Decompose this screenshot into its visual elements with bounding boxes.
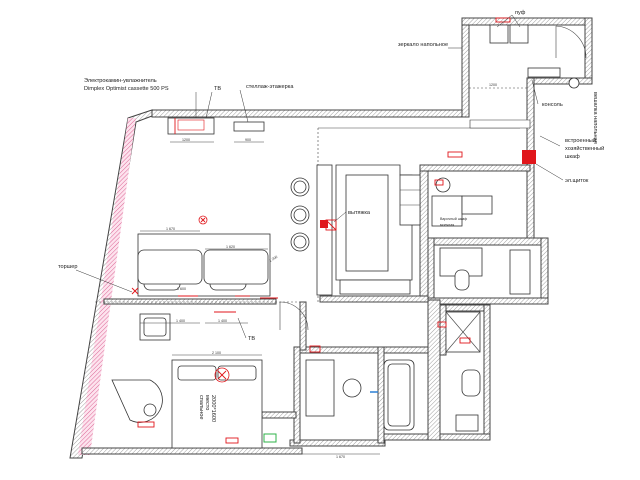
bath-top-wall <box>427 237 549 246</box>
dim-3: 1 620 <box>226 245 235 249</box>
sink-2 <box>455 414 479 432</box>
side-table <box>143 403 157 417</box>
labels: пуф зеркало напольное консоль вешалка на… <box>58 10 604 422</box>
bath2-right-wall <box>377 346 385 444</box>
bed-label-line3: 2000*1600 <box>210 395 216 422</box>
console-label: консоль <box>542 102 563 108</box>
shelf-rack <box>233 121 265 132</box>
bath-sink <box>342 378 362 398</box>
bath-left-wall <box>427 237 435 305</box>
bottom-wall-mid <box>289 439 386 447</box>
ceiling-light-1 <box>198 215 208 225</box>
floor-mirror-label: зеркало напольное <box>398 42 448 48</box>
bedroom-bottom-step <box>261 411 297 419</box>
bath3-left-wall <box>427 299 441 441</box>
dim-5: 1 400 <box>218 319 227 323</box>
bedroom-top-wall <box>103 298 277 305</box>
switchboard-label: эл.щиток <box>565 178 589 184</box>
wc-left-wall <box>439 304 447 356</box>
cooktop <box>431 195 463 227</box>
green-outlet <box>263 433 277 443</box>
bed-label-line2: место <box>204 395 210 410</box>
bedroom <box>111 313 277 449</box>
dim-6: 2 100 <box>212 351 221 355</box>
note-label-2: моечная <box>440 223 454 227</box>
dimensions: 1200 1 670 1 620 1 400 1 400 2 100 1 670… <box>140 83 497 459</box>
wardrobe-label-line1: встроенный <box>565 137 596 144</box>
kitchen-cabinet <box>399 174 421 226</box>
floor-hanger-icon <box>568 77 580 89</box>
bath-right-wall <box>540 237 549 301</box>
fireplace-label-line1: Электрокамин-увлажнитель <box>84 78 157 84</box>
bottom-wall-left <box>81 447 303 455</box>
sofa-left-seat <box>137 249 203 285</box>
outer-walls <box>69 17 593 459</box>
wardrobe-label-line3: шкаф <box>565 154 580 160</box>
entry-right-wall <box>584 17 593 81</box>
tv2-label: ТВ <box>248 336 255 342</box>
counter-right <box>461 195 493 215</box>
tv-label: ТВ <box>214 86 221 92</box>
entry-left-wall <box>461 17 470 118</box>
top-wall-living <box>151 109 465 118</box>
floor-hanger-label: вешалка напольная <box>592 92 598 144</box>
kitchen-right-wall <box>419 164 429 301</box>
wc-top-wall <box>439 304 491 312</box>
dim-7: 1 670 <box>336 455 345 459</box>
wc-right-wall <box>483 304 491 441</box>
kitchen <box>290 164 493 296</box>
torchiere-lounge <box>111 379 163 423</box>
toilet-1 <box>454 269 470 291</box>
living-room <box>137 215 309 331</box>
bed-label-line1: спальное <box>198 395 204 419</box>
ceiling-light-2 <box>214 367 230 383</box>
entry-door-swing <box>555 25 587 59</box>
dim-8: 900 <box>245 138 251 142</box>
torchiere-label: торшер <box>58 264 77 270</box>
toilet-2 <box>461 369 481 397</box>
console-table <box>527 67 561 78</box>
living-door-swing <box>279 301 309 331</box>
kitchen-bottom-wall <box>319 295 429 303</box>
fireplace-label-line2: Dimplex Optimist cassette 500 PS <box>84 86 169 92</box>
bath-bottom-wall <box>427 297 549 305</box>
bathroom-2 <box>305 359 415 431</box>
pouf-1 <box>489 24 509 44</box>
dim-4: 1 400 <box>176 319 185 323</box>
dim-1: 1200 <box>182 138 190 142</box>
shelf-rack-label: стеллаж-этажерка <box>246 84 294 90</box>
bath-cabinet <box>305 359 335 417</box>
bathroom-1 <box>439 247 531 432</box>
pouf-2 <box>509 24 529 44</box>
hood-label: вытяжка <box>348 210 371 216</box>
pillow-1 <box>177 365 217 381</box>
bath2-left-wall <box>293 346 301 444</box>
wash-unit <box>509 249 531 295</box>
wardrobe-label-line2: хозяйственный <box>565 145 604 152</box>
dim-10: 1 600 <box>177 287 186 291</box>
dim-11: 1 200 <box>269 255 279 263</box>
switchboard-icon <box>522 150 536 164</box>
entry-top-wall <box>461 17 593 26</box>
entry-area <box>469 24 587 164</box>
island-inner <box>345 174 389 272</box>
dim-2: 1 670 <box>166 227 175 231</box>
entry-step-wall <box>529 77 593 85</box>
pouf-label: пуф <box>515 10 526 16</box>
dim-9: 1200 <box>489 83 497 87</box>
corridor-left-wall <box>299 301 307 351</box>
pillow-2 <box>217 365 257 381</box>
outlet-marker <box>131 287 139 295</box>
fireplace-zone <box>167 117 265 135</box>
sofa-right-seat <box>203 249 269 285</box>
kitchen-top-wall <box>419 164 531 172</box>
note-label-1: Варочный шкаф <box>440 217 467 221</box>
window-band <box>78 118 136 455</box>
